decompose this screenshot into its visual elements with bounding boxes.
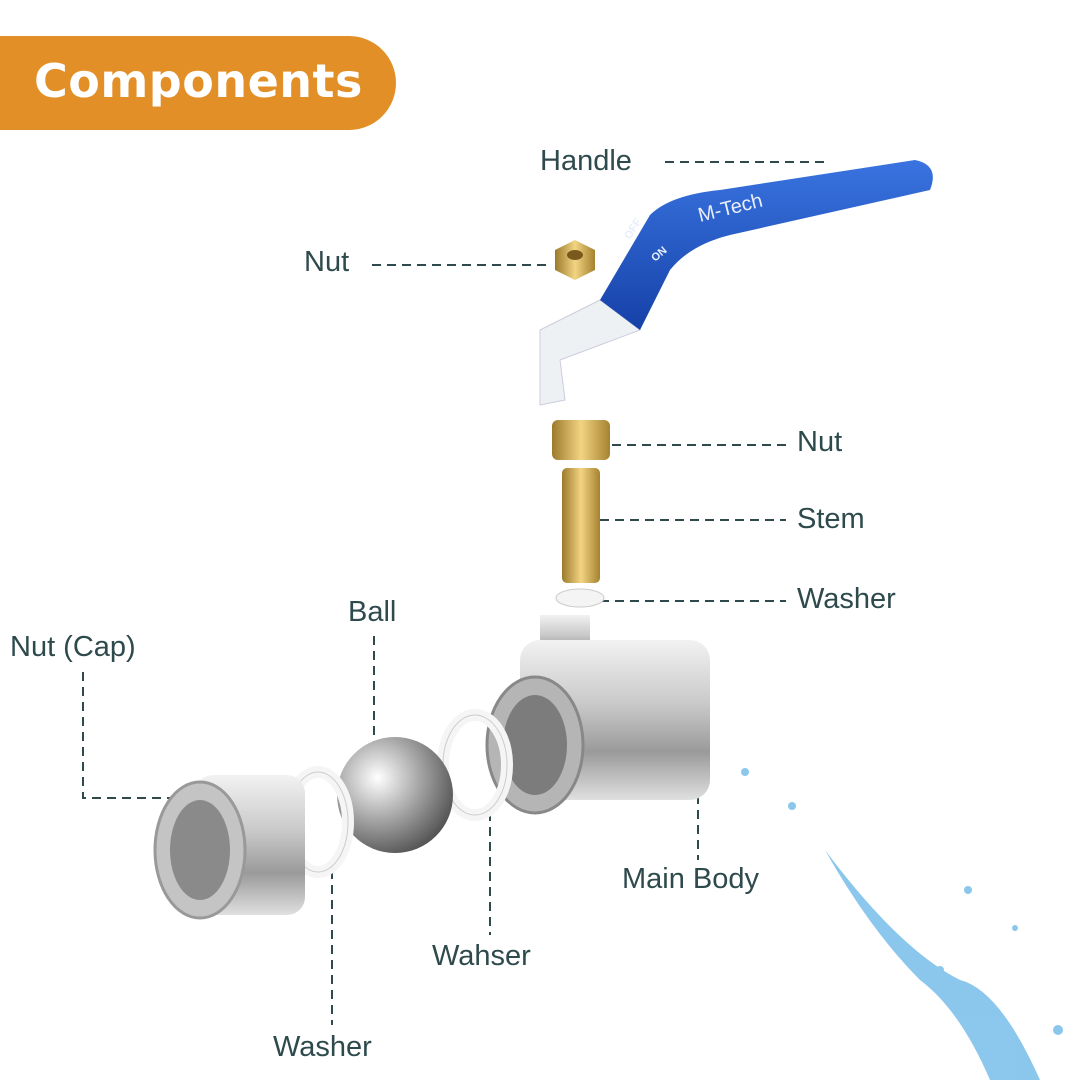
label-washer-top: Washer <box>797 583 896 615</box>
main-body-part <box>485 615 710 815</box>
label-stem: Stem <box>797 503 865 535</box>
nut-cap-part <box>153 775 305 920</box>
nut-mid-part <box>552 420 610 460</box>
label-ball: Ball <box>348 596 397 628</box>
label-handle: Handle <box>540 145 632 177</box>
ball-part <box>337 737 453 853</box>
label-nut-top: Nut <box>304 246 350 278</box>
leader-nut-cap <box>82 672 200 799</box>
title: Components <box>34 54 363 108</box>
label-washer-bottom: Washer <box>273 1031 372 1063</box>
label-wahser: Wahser <box>432 940 531 972</box>
stem-part <box>562 468 600 583</box>
title-banner: Components <box>0 36 396 130</box>
label-main-body: Main Body <box>622 863 760 895</box>
washer-top-part <box>555 588 605 608</box>
handle-part: M-Tech OFF ON <box>539 160 933 406</box>
label-nut-cap: Nut (Cap) <box>10 631 136 663</box>
label-nut-mid: Nut <box>797 426 843 458</box>
water-splash <box>741 768 1063 1080</box>
